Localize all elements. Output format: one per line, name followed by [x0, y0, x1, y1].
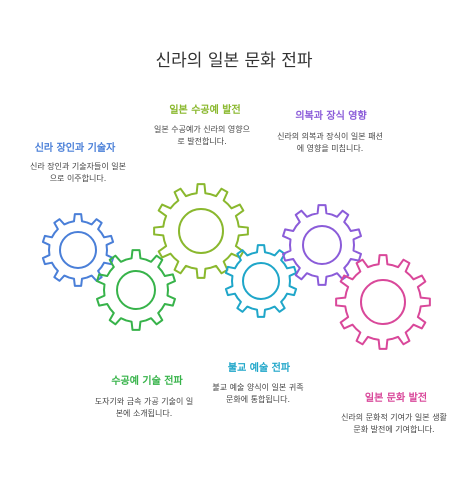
page-title: 신라의 일본 문화 전파	[155, 51, 313, 71]
gear-clothing-outline	[282, 204, 362, 286]
item-description-culture: 신라의 문화적 기여가 일본 생활문화 발전에 기여합니다.	[341, 413, 447, 434]
gear-craftsmen-hub	[59, 231, 97, 269]
item-description-craftsmen: 신라 장인과 기술자들이 일본으로 이주합니다.	[30, 162, 126, 183]
item-heading-craft-tech: 수공예 기술 전파	[111, 376, 183, 387]
item-heading-clothing: 의복과 장식 영향	[295, 111, 367, 122]
gear-japan-crafts-outline	[153, 183, 249, 279]
item-description-buddhist-art: 불교 예술 양식이 일본 귀족 문화에 통합됩니다.	[212, 383, 304, 404]
item-description-clothing: 신라의 의복과 장식이 일본 패션에 영향을 미칩니다.	[277, 132, 383, 153]
item-heading-japan-crafts: 일본 수공예 발전	[169, 105, 241, 116]
gear-culture-hub	[360, 279, 406, 325]
gear-japan-crafts-hub	[178, 208, 224, 254]
item-heading-buddhist-art: 불교 예술 전파	[227, 363, 291, 374]
gear-culture	[335, 254, 431, 350]
gear-craftsmen-outline	[41, 213, 115, 287]
gear-japan-crafts	[153, 183, 249, 279]
gear-craftsmen	[41, 213, 115, 287]
gear-clothing	[282, 204, 362, 286]
item-heading-culture: 일본 문화 발전	[364, 393, 428, 404]
item-heading-craftsmen: 신라 장인과 기술자	[34, 143, 116, 154]
gear-craft-tech-hub	[116, 270, 156, 310]
gear-buddhist-art-hub	[242, 262, 280, 300]
item-description-craft-tech: 도자기와 금속 가공 기술이 일본에 소개됩니다.	[94, 397, 194, 418]
gear-craft-tech	[96, 249, 176, 331]
gear-craft-tech-outline	[96, 249, 176, 331]
item-description-japan-crafts: 일본 수공예가 신라의 영향으로 발전합니다.	[154, 125, 250, 146]
gear-culture-outline	[335, 254, 431, 350]
gear-clothing-hub	[302, 225, 342, 265]
